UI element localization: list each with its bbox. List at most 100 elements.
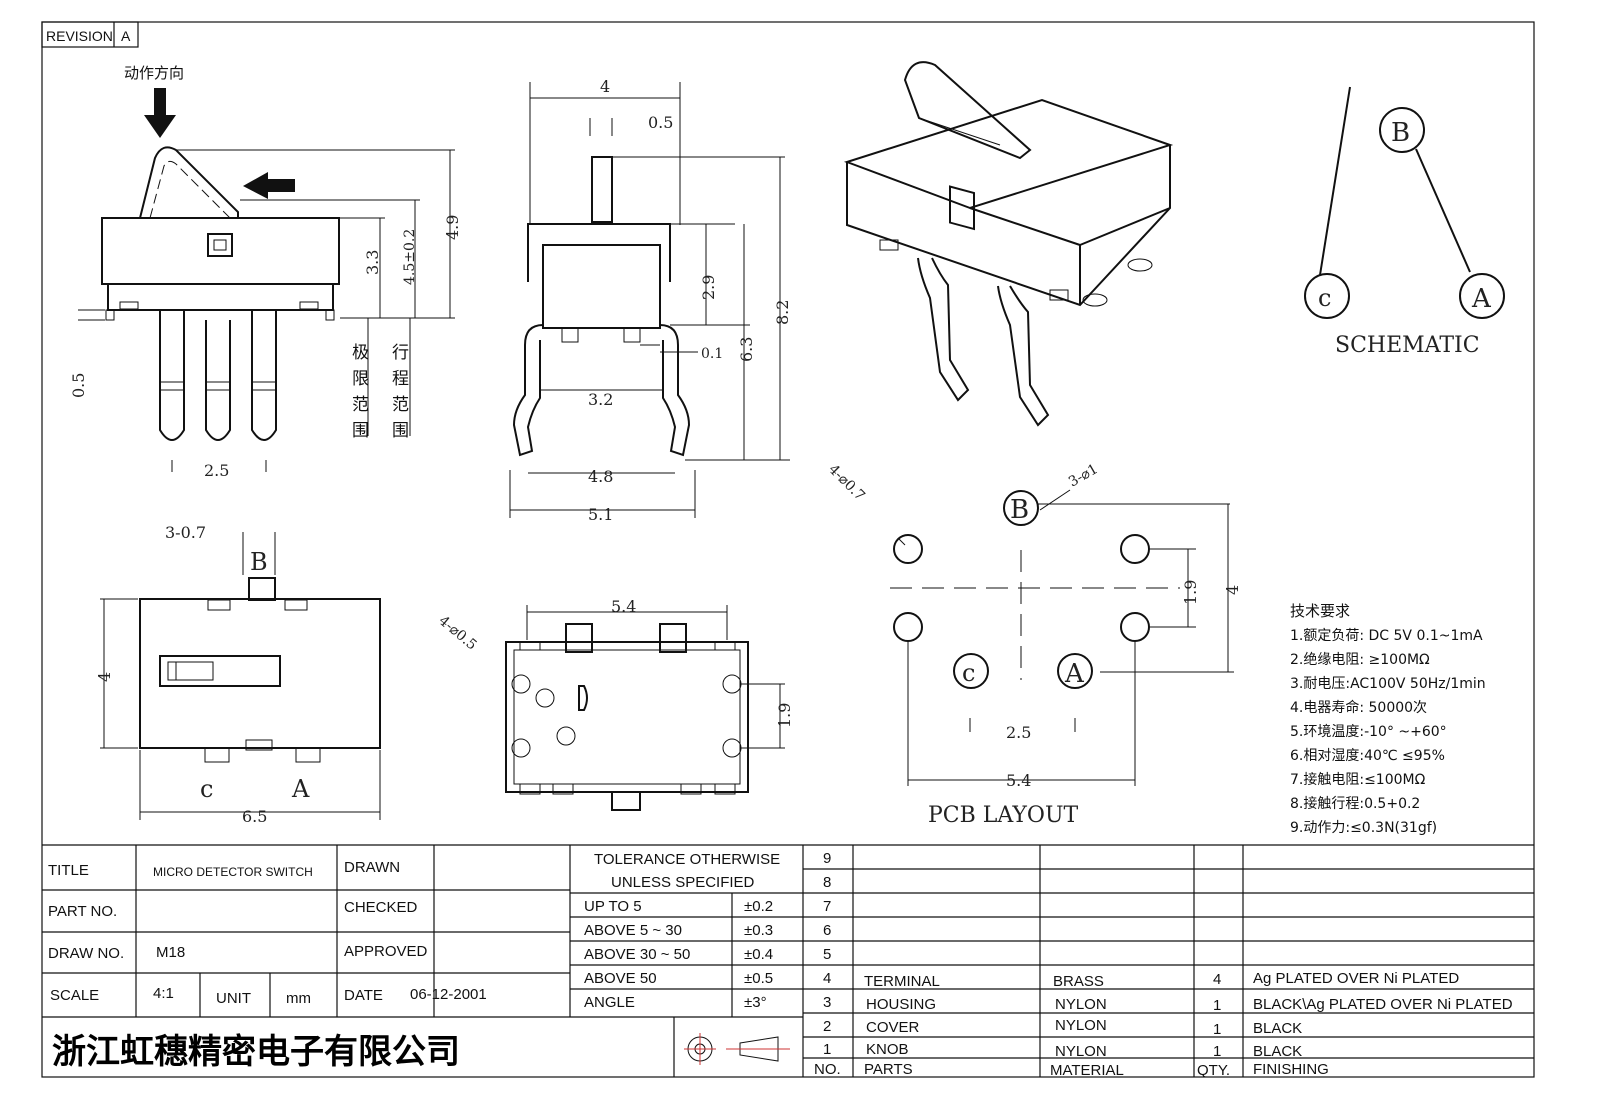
pcb-b: B	[1010, 495, 1029, 525]
travel-range-label: 行 程 范 围	[392, 343, 409, 441]
dim-4-5: 4.5±0.2	[402, 229, 418, 285]
revision-label: REVISION	[46, 28, 113, 44]
tolerance-value: ±0.3	[744, 922, 773, 939]
tech-title: 技术要求	[1290, 602, 1350, 620]
pcb-c: c	[962, 659, 975, 687]
svg-text:TERMINAL: TERMINAL	[864, 973, 940, 990]
tolerance-range: ABOVE 30 ~ 50	[584, 946, 690, 963]
front-dim-6-3: 6.3	[737, 337, 756, 362]
bom-row-number: 6	[823, 922, 831, 939]
bom-row-number: 9	[823, 850, 831, 867]
dim-2-5: 2.5	[204, 461, 229, 480]
scale-label: SCALE	[50, 987, 99, 1004]
pcb-layout: 4-⌀0.7 3-⌀1 B 1.9 4 c A 2.5 5.4 PCB LAYO…	[825, 461, 1242, 828]
top-c: c	[200, 775, 213, 803]
svg-text:NYLON: NYLON	[1055, 996, 1107, 1013]
front-dim-5-1: 5.1	[588, 505, 613, 524]
bom-row-number: 7	[823, 898, 831, 915]
pcb-dim-5-4: 5.4	[1006, 771, 1031, 790]
bom-row: 3 HOUSING NYLON 1 BLACK\Ag PLATED OVER N…	[823, 994, 1513, 1014]
top-view: 3-0.7 B 4 c A 6.5	[95, 523, 381, 826]
isometric-view	[843, 61, 1174, 427]
tolerance-range: ABOVE 5 ~ 30	[584, 922, 682, 939]
bom-row: 4 TERMINAL BRASS 4 Ag PLATED OVER Ni PLA…	[823, 970, 1459, 990]
bottom-view: 5.4 4-⌀0.5 1.9	[435, 597, 794, 811]
revision-box	[41, 21, 139, 48]
top-dim-3-07: 3-0.7	[165, 523, 206, 542]
pcb-title: PCB LAYOUT	[928, 803, 1079, 828]
svg-text:范: 范	[352, 395, 369, 415]
bottom-dim-4-05: 4-⌀0.5	[435, 613, 479, 654]
tech-item: 6.相对湿度:40℃ ≤95%	[1290, 748, 1445, 764]
front-dim-0-5: 0.5	[648, 113, 673, 132]
tech-item: 7.接触电阻:≤100MΩ	[1290, 771, 1426, 788]
action-direction-label: 动作方向	[124, 64, 184, 82]
date-label: DATE	[344, 987, 383, 1004]
schematic-a: A	[1471, 284, 1492, 314]
svg-text:NYLON: NYLON	[1055, 1043, 1107, 1060]
svg-text:QTY.: QTY.	[1197, 1062, 1230, 1079]
tolerance-range: ABOVE 50	[584, 970, 657, 987]
svg-text:KNOB: KNOB	[866, 1041, 909, 1058]
bom-header: NO. PARTS MATERIAL QTY. FINISHING	[814, 1061, 1329, 1079]
svg-text:1: 1	[1213, 997, 1221, 1014]
tech-requirements: 技术要求 1.额定负荷: DC 5V 0.1~1mA 2.绝缘电阻: ≥100M…	[1290, 602, 1486, 836]
front-view: 4 0.5 0.1 2.9 6.3 8.2 3.2 4.8 5.1	[509, 77, 792, 524]
tolerance-value: ±3°	[744, 994, 767, 1011]
top-a: A	[291, 775, 310, 803]
projection-symbol	[684, 1033, 790, 1065]
title-block: TITLE MICRO DETECTOR SWITCH DRAWN PART N…	[42, 844, 1534, 1079]
tolerance-title-1: TOLERANCE OTHERWISE	[594, 851, 780, 868]
dim-4-9: 4.9	[443, 215, 462, 240]
front-dim-4: 4	[600, 77, 610, 96]
scale-value: 4:1	[153, 985, 174, 1002]
press-arrow-icon	[144, 88, 176, 138]
svg-text:BLACK: BLACK	[1253, 1043, 1302, 1060]
tech-item: 1.额定负荷: DC 5V 0.1~1mA	[1290, 628, 1483, 644]
schematic-title: SCHEMATIC	[1335, 333, 1480, 358]
svg-text:程: 程	[392, 369, 409, 389]
tolerance-value: ±0.2	[744, 898, 773, 915]
sheet-border	[41, 21, 1535, 1078]
tolerance-title-2: UNLESS SPECIFIED	[611, 874, 755, 891]
svg-text:PARTS: PARTS	[864, 1061, 913, 1078]
svg-text:范: 范	[392, 395, 409, 415]
pcb-dim-2-5: 2.5	[1006, 723, 1031, 742]
company-name: 浙江虹穗精密电子有限公司	[52, 1032, 460, 1072]
unit-value: mm	[286, 990, 311, 1007]
svg-text:BLACK\Ag PLATED OVER Ni PL: BLACK\Ag PLATED OVER Ni PLATED	[1253, 996, 1513, 1013]
tech-item: 4.电器寿命: 50000次	[1290, 699, 1427, 716]
top-dim-4: 4	[95, 672, 114, 682]
tech-item: 8.接触行程:0.5+0.2	[1290, 795, 1420, 812]
svg-text:MATERIAL: MATERIAL	[1050, 1062, 1124, 1079]
svg-text:围: 围	[392, 421, 409, 441]
tech-item: 2.绝缘电阻: ≥100MΩ	[1290, 652, 1430, 668]
draw-no-label: DRAW NO.	[48, 945, 124, 962]
draw-no-value: M18	[156, 944, 185, 961]
svg-text:NO.: NO.	[814, 1061, 841, 1078]
svg-text:1: 1	[823, 1041, 831, 1058]
top-dim-6-5: 6.5	[242, 807, 267, 826]
svg-text:围: 围	[352, 421, 369, 441]
schematic-b: B	[1391, 118, 1410, 148]
pcb-a: A	[1064, 659, 1085, 689]
bom-row: 2 COVER NYLON 1 BLACK	[823, 1017, 1302, 1038]
side-view: 动作方向 3.3 4.5±0.2 4.9	[69, 64, 462, 480]
front-dim-4-8: 4.8	[588, 467, 613, 486]
tech-item: 3.耐电压:AC100V 50Hz/1min	[1290, 676, 1486, 692]
front-dim-8-2: 8.2	[773, 300, 792, 325]
svg-text:HOUSING: HOUSING	[866, 996, 936, 1013]
svg-text:4: 4	[823, 970, 831, 987]
svg-text:4: 4	[1213, 971, 1221, 988]
svg-text:1: 1	[1213, 1021, 1221, 1038]
limit-range-label: 极 限 范 围	[352, 343, 369, 441]
unit-label: UNIT	[216, 990, 251, 1007]
title-value: MICRO DETECTOR SWITCH	[153, 865, 313, 879]
svg-text:3: 3	[823, 994, 831, 1011]
approved-label: APPROVED	[344, 943, 428, 960]
front-dim-2-9: 2.9	[699, 275, 718, 300]
pcb-dim-4: 4	[1223, 585, 1242, 595]
slide-arrow-icon	[243, 172, 295, 199]
switch-blade	[1319, 86, 1351, 276]
part-no-label: PART NO.	[48, 903, 117, 920]
